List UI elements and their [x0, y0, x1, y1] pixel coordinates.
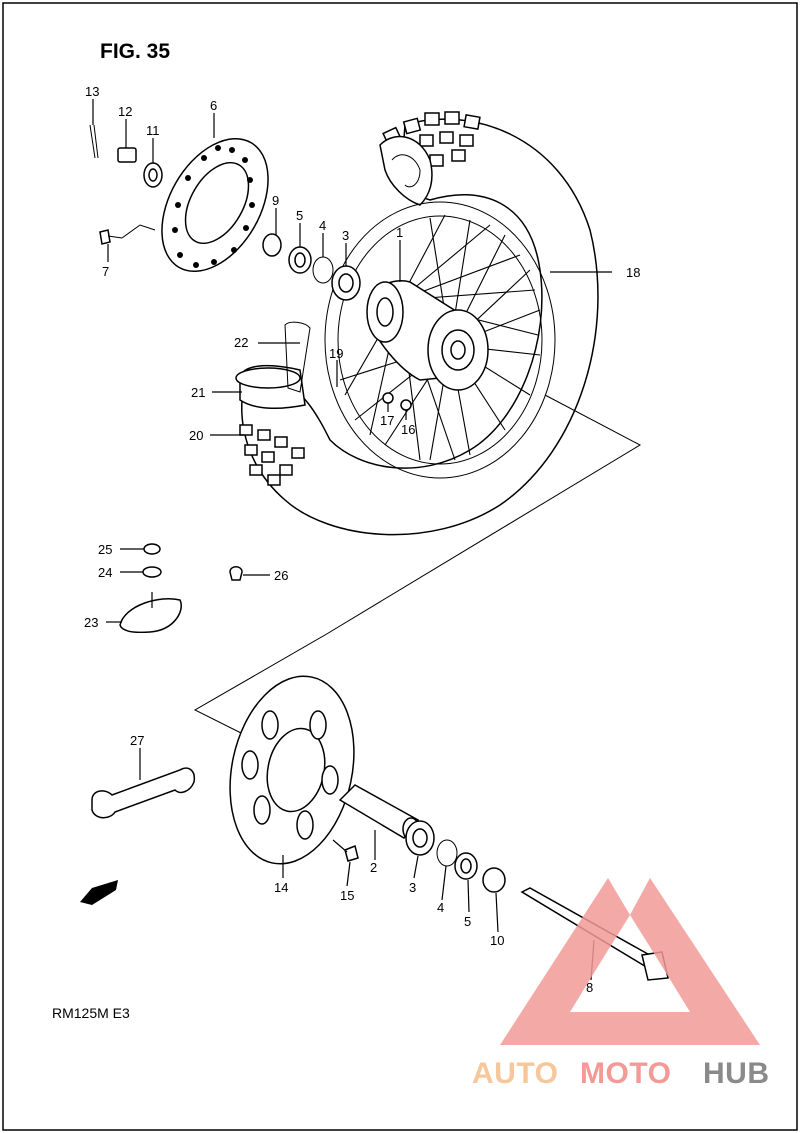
callout-12: 12: [118, 104, 132, 119]
watermark-text-hub: HUB: [703, 1057, 770, 1090]
callout-5-upper: 5: [296, 208, 303, 223]
callout-5-lower: 5: [464, 914, 471, 929]
callout-9: 9: [272, 193, 279, 208]
model-code: RM125M E3: [52, 1005, 130, 1021]
callout-2: 2: [370, 860, 377, 875]
tire-section-top: [379, 135, 433, 206]
callout-14: 14: [274, 880, 288, 895]
figure-title: FIG. 35: [100, 40, 170, 63]
rear-wheel-assembly: [235, 111, 599, 536]
callout-23: 23: [84, 615, 98, 630]
watermark-text-auto: AUTO: [472, 1057, 558, 1090]
rear-sprocket: [229, 675, 355, 865]
callout-25: 25: [98, 542, 112, 557]
callout-10: 10: [490, 933, 504, 948]
callout-6: 6: [210, 98, 217, 113]
callout-20: 20: [189, 428, 203, 443]
leader-lines: [92, 99, 612, 981]
callout-11: 11: [146, 123, 160, 138]
callout-27: 27: [130, 733, 144, 748]
watermark-triangle-icon: [500, 878, 760, 1045]
callout-13: 13: [85, 84, 99, 99]
brake-disc: [161, 137, 269, 273]
callout-19: 19: [329, 346, 343, 361]
disc-fasteners: [89, 124, 361, 301]
tire-tread-left: [235, 321, 311, 486]
assembly-guide-line: [193, 394, 642, 736]
forward-arrow-icon: FWD: [80, 880, 118, 905]
callout-18: 18: [626, 265, 640, 280]
callout-1: 1: [396, 225, 403, 240]
callout-7: 7: [102, 264, 109, 279]
callout-24: 24: [98, 565, 112, 580]
rim-inner: [337, 215, 543, 465]
callout-21: 21: [191, 385, 205, 400]
callout-8: 8: [586, 980, 593, 995]
callout-15: 15: [340, 888, 354, 903]
rim-outer: [324, 201, 556, 479]
callout-17: 17: [380, 413, 394, 428]
callout-3-upper: 3: [342, 228, 349, 243]
callout-22: 22: [234, 335, 248, 350]
callout-3-lower: 3: [409, 880, 416, 895]
rear-axle-parts: [332, 784, 669, 981]
watermark-text-moto: MOTO: [580, 1057, 671, 1090]
tire-tread-top: [382, 111, 481, 167]
axle-wrench: [91, 767, 196, 819]
callout-4-upper: 4: [319, 218, 326, 233]
callout-16: 16: [401, 422, 415, 437]
callout-26: 26: [274, 568, 288, 583]
valve-parts: [119, 543, 243, 634]
callout-labels: 1 2 3 3 4 4 5 5 6 7 8 9 10 11 12 13 14 1…: [84, 84, 640, 995]
callout-4-lower: 4: [437, 900, 444, 915]
watermark-logo: AUTO MOTO HUB: [472, 878, 770, 1090]
